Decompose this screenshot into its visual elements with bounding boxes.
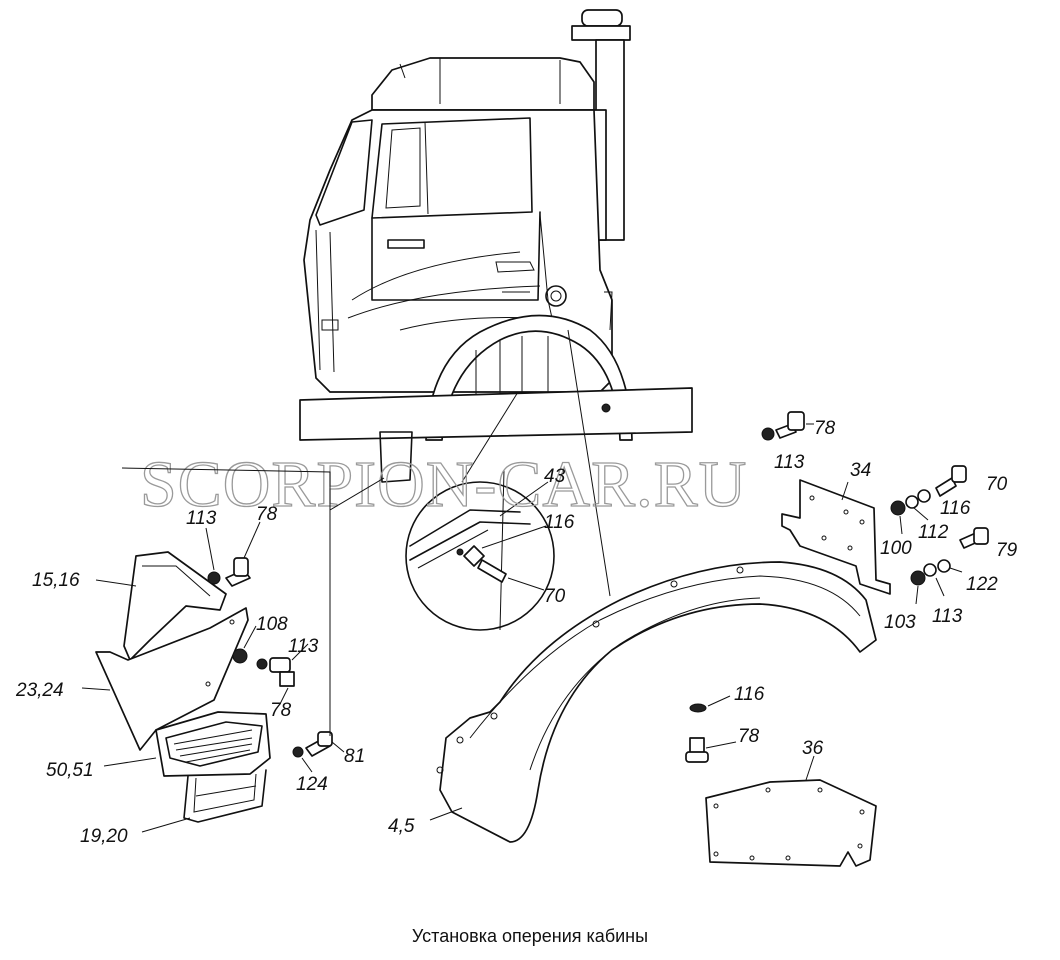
label-70-a: 70	[544, 586, 566, 607]
cover-part	[705, 755, 877, 867]
label-19-20: 19,20	[80, 826, 128, 847]
label-43: 43	[544, 466, 566, 487]
label-79: 79	[996, 540, 1018, 561]
plate-part	[781, 479, 891, 595]
label-15-16: 15,16	[32, 570, 80, 591]
label-116-b: 116	[940, 498, 971, 519]
label-78-a: 78	[256, 504, 278, 525]
label-4-5: 4,5	[388, 816, 415, 837]
step-to-cab-leader	[121, 467, 331, 736]
label-50-51: 50,51	[46, 760, 94, 781]
label-36: 36	[802, 738, 824, 759]
fasteners	[205, 411, 989, 773]
cab-illustration	[299, 9, 693, 483]
label-100: 100	[880, 538, 912, 559]
callout-labels: 15,16 23,24 50,51 19,20 113 78 108 113 7…	[15, 418, 1018, 847]
label-113-a: 113	[186, 508, 217, 529]
label-116-a: 116	[544, 512, 575, 533]
label-70-b: 70	[986, 474, 1008, 495]
label-113-b: 113	[288, 636, 319, 657]
label-23-24: 23,24	[15, 680, 64, 701]
label-113-d: 113	[932, 606, 963, 627]
step-assembly	[81, 551, 271, 833]
label-122: 122	[966, 574, 998, 595]
label-124: 124	[296, 774, 328, 795]
label-34: 34	[850, 460, 871, 481]
label-78-d: 78	[738, 726, 760, 747]
label-78-b: 78	[270, 700, 292, 721]
detail-circle	[405, 391, 555, 631]
label-78-c: 78	[814, 418, 836, 439]
fender-part	[429, 329, 877, 843]
watermark-text: SCORPION-CAR.RU	[140, 448, 747, 521]
label-81: 81	[344, 746, 365, 767]
label-103: 103	[884, 612, 916, 633]
label-113-c: 113	[774, 452, 805, 473]
label-112: 112	[918, 522, 949, 543]
figure-caption: Установка оперения кабины	[411, 926, 649, 946]
label-116-c: 116	[734, 684, 765, 705]
label-108: 108	[256, 614, 288, 635]
